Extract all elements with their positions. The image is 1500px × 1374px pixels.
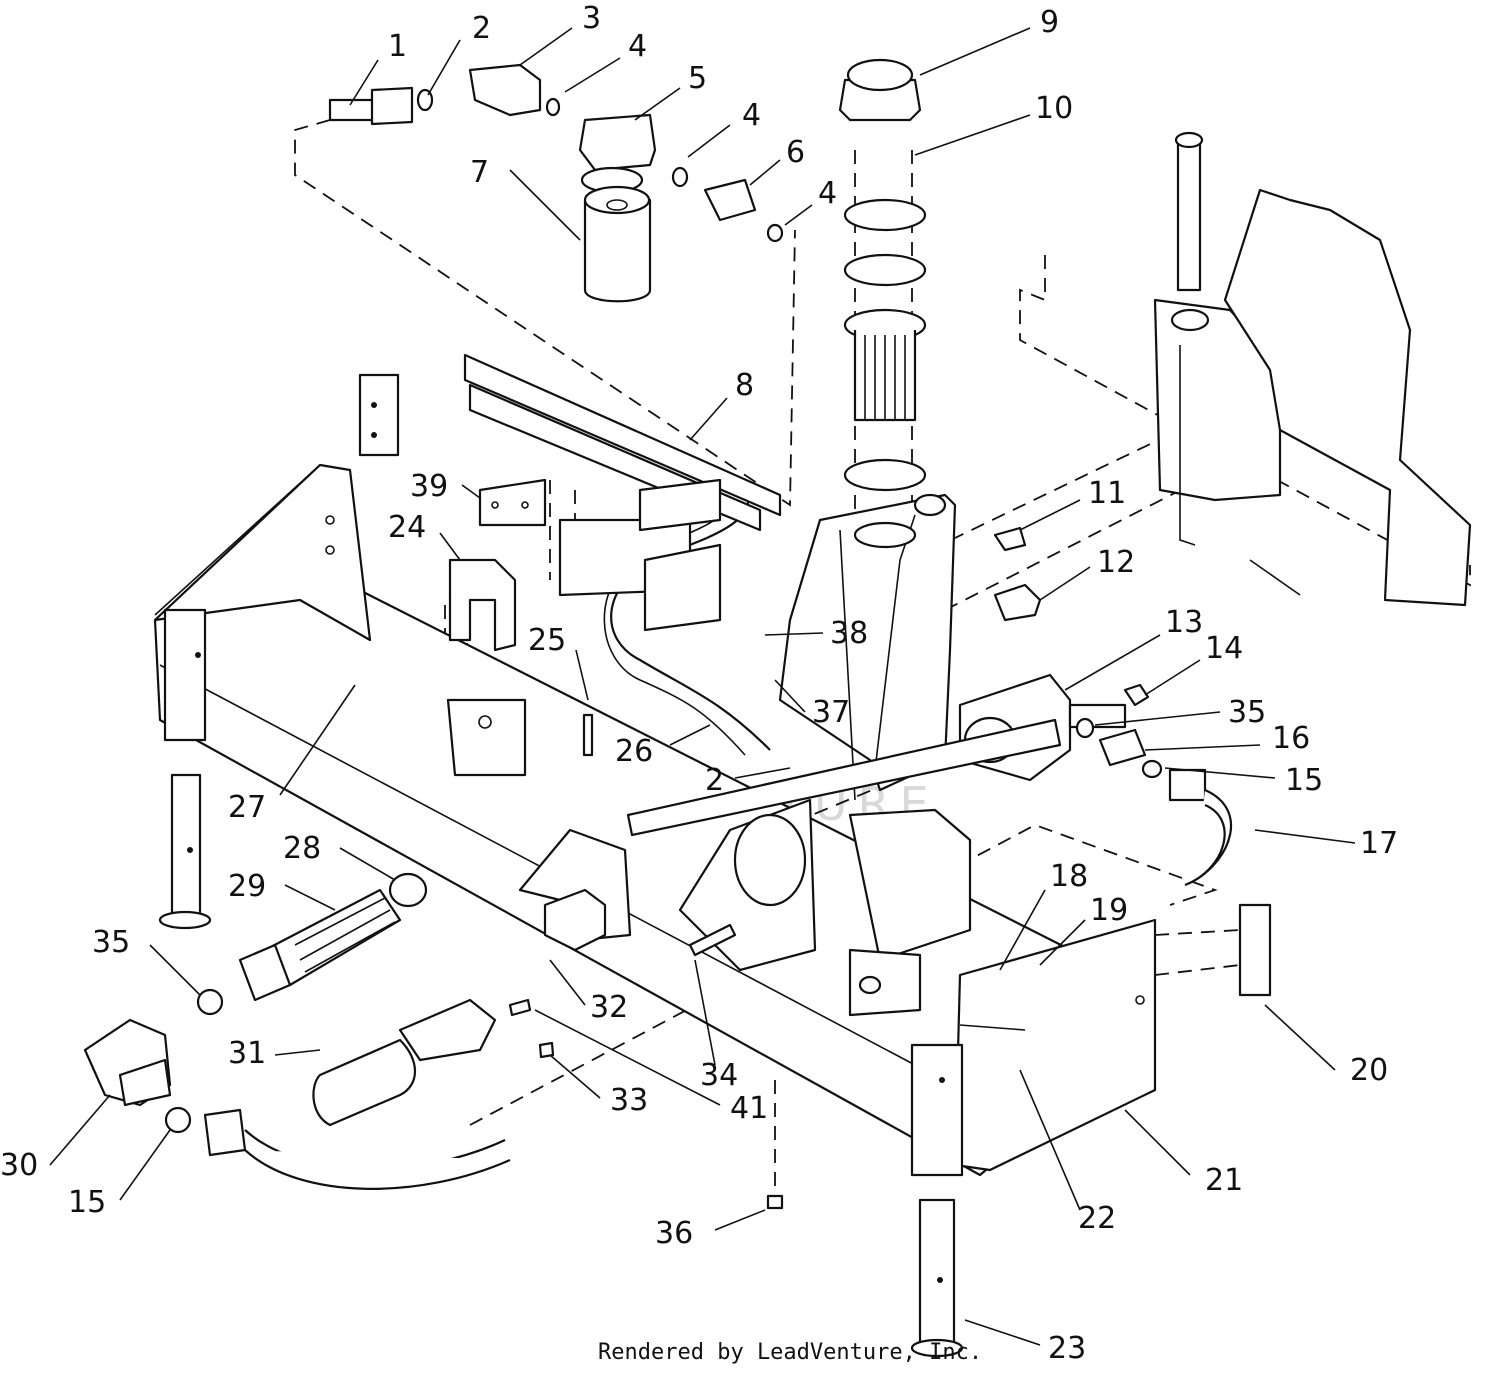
part-31-u-joint: [312, 998, 497, 1127]
part-30-elbow: [83, 1018, 172, 1107]
callout-32: 32: [590, 990, 628, 1025]
left-jack: [158, 608, 212, 930]
part-14-nut: [1123, 683, 1150, 707]
callout-12: 12: [1097, 545, 1135, 580]
lower-hose: [203, 1108, 511, 1190]
callout-21: 21: [1205, 1163, 1243, 1198]
part-4-oring-2: [671, 166, 689, 188]
callout-19: 19: [1090, 893, 1128, 928]
part-17-hose: [1168, 768, 1233, 887]
callout-14: 14: [1205, 631, 1243, 666]
tank-screen: [843, 198, 927, 492]
callout-22: 22: [1078, 1201, 1116, 1236]
valve-bracket: [558, 478, 722, 632]
callout-13: 13: [1165, 605, 1203, 640]
part-3-elbow: [468, 63, 542, 117]
callout-36: 36: [655, 1216, 693, 1251]
part-29-coupler: [238, 888, 402, 1002]
part-28-ring: [388, 872, 428, 908]
callout-37: 37: [812, 695, 850, 730]
callout-30: 30: [0, 1148, 38, 1183]
callout-39: 39: [410, 469, 448, 504]
callout-10: 10: [1035, 91, 1073, 126]
callout-20: 20: [1350, 1053, 1388, 1088]
callout-31: 31: [228, 1036, 266, 1071]
callout-18: 18: [1050, 859, 1088, 894]
callout-4a: 4: [628, 29, 647, 64]
callout-4c: 4: [818, 176, 837, 211]
callout-34: 34: [700, 1058, 738, 1093]
part-4-oring: [545, 97, 561, 117]
plate-link-20b: [1154, 964, 1241, 976]
center-mount: [518, 798, 972, 1017]
upper-right-frame: [1153, 131, 1472, 607]
part-33-setscrew: [538, 1041, 555, 1059]
part-24-bracket: [446, 558, 527, 777]
callout-5: 5: [688, 61, 707, 96]
adjust-arm: [626, 718, 1062, 837]
part-34-bolt: [688, 923, 737, 957]
part-15-oring: [1141, 759, 1163, 779]
callout-33: 33: [610, 1083, 648, 1118]
part-20-plate: [1238, 903, 1272, 997]
part-41-key: [508, 998, 532, 1017]
part-15-ring: [164, 1106, 192, 1134]
callout-35b: 35: [92, 925, 130, 960]
callout-24: 24: [388, 510, 426, 545]
callout-27: 27: [228, 790, 266, 825]
part-35-oring: [1075, 717, 1095, 739]
plate-link-20: [1154, 929, 1241, 936]
callout-11: 11: [1088, 476, 1126, 511]
callout-9: 9: [1040, 5, 1059, 40]
callout-2: 2: [472, 11, 491, 46]
part-7-filter: [583, 185, 652, 303]
right-jack: [910, 1043, 964, 1358]
part-36-plug: [766, 1194, 784, 1210]
part-6-fitting: [703, 178, 757, 222]
bolt-25: [582, 713, 594, 757]
callout-35: 35: [1228, 695, 1266, 730]
callout-1: 1: [388, 29, 407, 64]
callout-16: 16: [1272, 721, 1310, 756]
callout-6: 6: [786, 135, 805, 170]
filter-assembly-outline: [294, 119, 796, 507]
part-39-block: [478, 478, 547, 527]
callout-23: 23: [1048, 1331, 1086, 1366]
callout-15: 15: [1285, 763, 1323, 798]
frame-assembly-outline: [1019, 255, 1471, 587]
footer-credit: Rendered by LeadVenture, Inc.: [598, 1340, 983, 1365]
part-9-cap: [838, 58, 922, 122]
callout-25: 25: [528, 623, 566, 658]
part-11-elbow: [993, 526, 1027, 552]
part-1-hose-end: [328, 86, 414, 126]
callout-15b: 15: [68, 1185, 106, 1220]
callout-41: 41: [730, 1091, 768, 1126]
callout-3: 3: [582, 1, 601, 36]
callouts: 1 2 3 4 4 5 4 6 7 9 10 8 39 24 11 12 38 …: [0, 1, 1398, 1366]
callout-26: 26: [615, 734, 653, 769]
mount-link-line: [929, 419, 1201, 551]
callout-8: 8: [735, 368, 754, 403]
callout-17: 17: [1360, 826, 1398, 861]
hydraulic-tank: [778, 493, 957, 801]
callout-29: 29: [228, 869, 266, 904]
callout-4b: 4: [742, 98, 761, 133]
callout-7: 7: [470, 155, 489, 190]
hex-nut: [543, 888, 607, 952]
part-4-oring-3: [766, 223, 784, 243]
callout-28: 28: [283, 831, 321, 866]
callout-38: 38: [830, 616, 868, 651]
callout-2b: 2: [705, 763, 724, 798]
left-hitch-plate: [153, 373, 400, 642]
part-16-fitting: [1098, 728, 1147, 767]
hose-routing-outline: [469, 824, 1218, 1126]
part-12-fitting: [993, 583, 1042, 622]
part-35-ring: [196, 988, 224, 1016]
part-5-filter-head: [578, 113, 657, 194]
